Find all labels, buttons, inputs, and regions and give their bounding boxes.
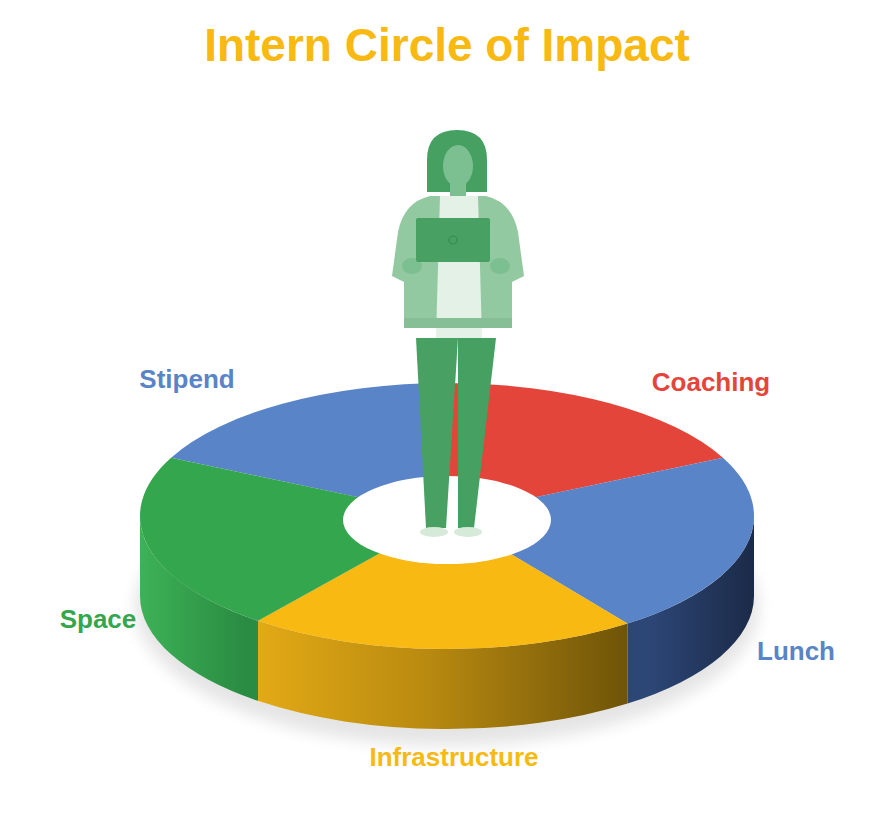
hand bbox=[490, 258, 510, 274]
segment-label: Coaching bbox=[652, 368, 770, 398]
shirt bbox=[436, 196, 482, 338]
shoe bbox=[454, 527, 482, 537]
shoe bbox=[420, 527, 448, 537]
jacket-hem bbox=[404, 318, 512, 328]
segment-label: Stipend bbox=[139, 365, 234, 395]
laptop bbox=[416, 218, 490, 262]
right-leg bbox=[458, 338, 496, 528]
segment-label: Lunch bbox=[757, 637, 835, 667]
diagram-title: Intern Circle of Impact bbox=[204, 19, 690, 72]
segment-label: Space bbox=[60, 605, 137, 635]
segment-label: Infrastructure bbox=[369, 743, 538, 773]
laptop-logo bbox=[449, 236, 457, 244]
intern-figure bbox=[392, 130, 524, 537]
left-leg bbox=[416, 338, 458, 528]
neck bbox=[450, 182, 466, 198]
face bbox=[443, 145, 473, 187]
